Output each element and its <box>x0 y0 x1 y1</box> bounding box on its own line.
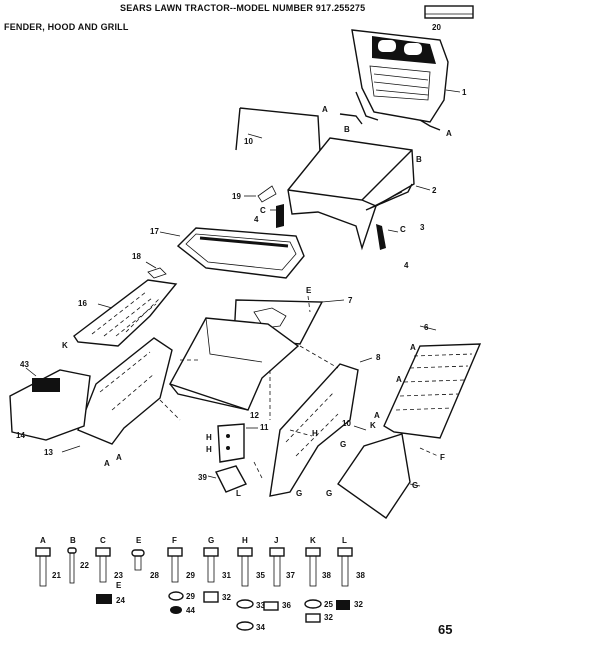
svg-text:18: 18 <box>132 252 141 261</box>
svg-text:G: G <box>208 536 214 545</box>
svg-text:L: L <box>342 536 347 545</box>
svg-text:8: 8 <box>376 353 381 362</box>
svg-text:29: 29 <box>186 592 195 601</box>
leader-lines <box>159 345 439 479</box>
svg-text:H: H <box>242 536 248 545</box>
svg-text:A: A <box>446 129 452 138</box>
svg-text:13: 13 <box>44 448 53 457</box>
diagram-subtitle: FENDER, HOOD AND GRILL <box>4 22 129 32</box>
svg-text:20: 20 <box>432 23 441 32</box>
svg-text:12: 12 <box>250 411 259 420</box>
part-18-clip <box>145 261 167 279</box>
part-39-plate <box>207 465 247 493</box>
svg-text:35: 35 <box>256 571 265 580</box>
svg-text:39: 39 <box>198 473 207 482</box>
svg-text:F: F <box>172 536 177 545</box>
part-10-wire <box>235 107 321 153</box>
svg-text:E: E <box>306 286 312 295</box>
svg-text:25: 25 <box>324 600 333 609</box>
svg-text:A: A <box>116 453 122 462</box>
part-20-decal: 20 <box>424 5 474 32</box>
svg-text:B: B <box>70 536 76 545</box>
part-2-hood <box>287 137 431 251</box>
part-3-hinge-right <box>376 224 399 250</box>
svg-text:L: L <box>236 489 241 498</box>
svg-text:34: 34 <box>256 623 265 632</box>
svg-text:28: 28 <box>150 571 159 580</box>
svg-text:31: 31 <box>222 571 231 580</box>
svg-text:16: 16 <box>78 299 87 308</box>
part-14-cover <box>9 367 91 441</box>
svg-text:H: H <box>206 445 212 454</box>
hardware-row: A 21 B 22 C 23 E 24 E 28 F 29 29 44 G 31 <box>35 536 365 632</box>
svg-text:37: 37 <box>286 571 295 580</box>
svg-text:4: 4 <box>254 215 259 224</box>
svg-text:C: C <box>400 225 406 234</box>
svg-text:10: 10 <box>244 137 253 146</box>
svg-text:32: 32 <box>222 593 231 602</box>
part-15-fender-right <box>337 425 421 519</box>
svg-text:A: A <box>322 105 328 114</box>
svg-text:A: A <box>410 343 416 352</box>
part-16-footrest-left <box>73 279 178 347</box>
svg-text:C: C <box>260 206 266 215</box>
svg-text:B: B <box>344 125 350 134</box>
svg-text:H: H <box>312 429 318 438</box>
svg-text:38: 38 <box>356 571 365 580</box>
part-9-side-panel-right <box>269 357 373 497</box>
svg-text:A: A <box>40 536 46 545</box>
svg-text:29: 29 <box>186 571 195 580</box>
svg-text:36: 36 <box>282 601 291 610</box>
svg-text:38: 38 <box>322 571 331 580</box>
svg-text:J: J <box>274 536 278 545</box>
part-6-footrest-right <box>383 325 482 439</box>
page-number: 65 <box>438 622 452 637</box>
svg-text:4: 4 <box>404 261 409 270</box>
svg-text:C: C <box>100 536 106 545</box>
svg-text:3: 3 <box>420 223 425 232</box>
part-17-grill <box>159 227 305 279</box>
svg-text:17: 17 <box>150 227 159 236</box>
part-13-side-panel-left <box>61 337 173 453</box>
svg-text:G: G <box>340 440 346 449</box>
svg-text:G: G <box>296 489 302 498</box>
svg-text:K: K <box>310 536 316 545</box>
svg-text:E: E <box>136 536 142 545</box>
svg-text:A: A <box>396 375 402 384</box>
svg-text:B: B <box>416 155 422 164</box>
svg-text:14: 14 <box>16 431 25 440</box>
part-11-bracket <box>217 423 258 463</box>
svg-text:33: 33 <box>256 601 265 610</box>
svg-text:K: K <box>370 421 376 430</box>
svg-text:1: 1 <box>462 88 467 97</box>
svg-text:6: 6 <box>424 323 429 332</box>
svg-text:G: G <box>412 481 418 490</box>
svg-text:44: 44 <box>186 606 195 615</box>
part-5-hinge-left <box>270 204 284 228</box>
svg-text:23: 23 <box>114 571 123 580</box>
svg-text:22: 22 <box>80 561 89 570</box>
svg-text:32: 32 <box>324 613 333 622</box>
svg-text:G: G <box>326 489 332 498</box>
svg-text:11: 11 <box>260 423 269 432</box>
svg-text:A: A <box>104 459 110 468</box>
svg-text:24: 24 <box>116 596 125 605</box>
svg-text:19: 19 <box>232 192 241 201</box>
diagram-title: SEARS LAWN TRACTOR--MODEL NUMBER 917.255… <box>120 3 366 13</box>
svg-text:21: 21 <box>52 571 61 580</box>
svg-text:F: F <box>440 453 445 462</box>
svg-text:H: H <box>206 433 212 442</box>
part-frame-center <box>168 317 300 411</box>
part-19-bracket <box>244 185 277 203</box>
svg-text:2: 2 <box>432 186 437 195</box>
svg-text:10: 10 <box>342 419 351 428</box>
svg-text:7: 7 <box>348 296 353 305</box>
svg-text:E: E <box>116 581 122 590</box>
svg-text:43: 43 <box>20 360 29 369</box>
part-1-console <box>339 29 461 131</box>
svg-text:A: A <box>374 411 380 420</box>
svg-text:K: K <box>62 341 68 350</box>
svg-text:32: 32 <box>354 600 363 609</box>
